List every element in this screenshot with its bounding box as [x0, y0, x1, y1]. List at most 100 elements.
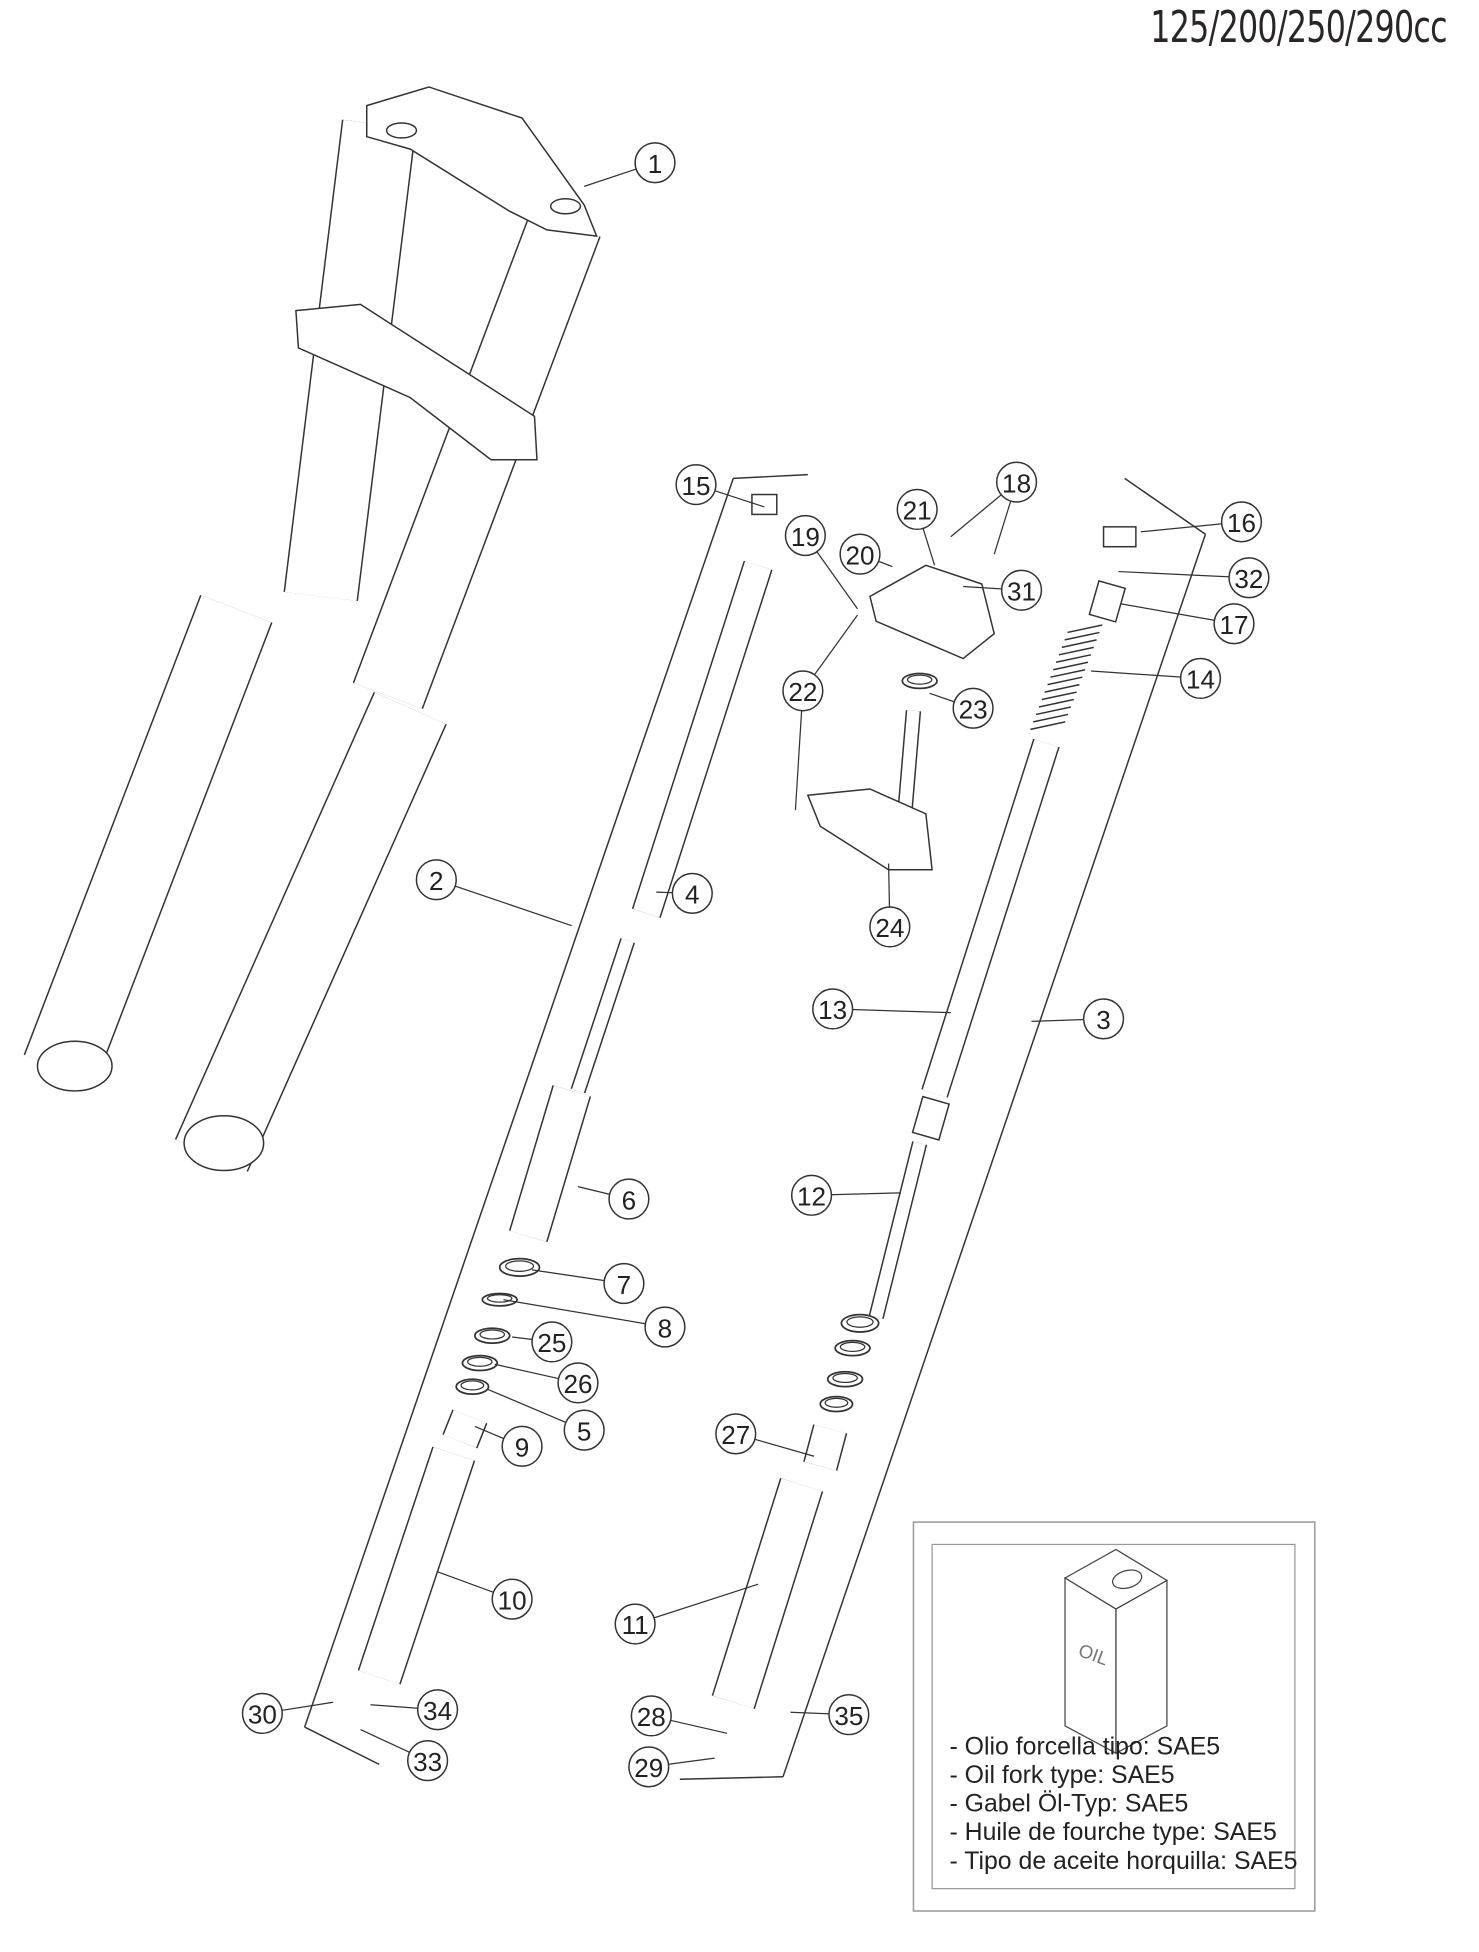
- callout-number: 27: [721, 1420, 750, 1450]
- callout-28: 28: [630, 1695, 672, 1737]
- callout-25: 25: [531, 1321, 573, 1363]
- callout-circle: [563, 1409, 605, 1451]
- callout-circle: [790, 1174, 833, 1216]
- callout-5: 5: [563, 1409, 605, 1451]
- inner-tube-4-body: [633, 561, 772, 918]
- callout-circle: [614, 1603, 656, 1645]
- callout-circle: [1213, 603, 1255, 645]
- spring-14-coil: [1041, 691, 1077, 701]
- callout-circle: [715, 1413, 757, 1455]
- oil-note-it: - Olio forcella tipo: SAE5: [949, 1733, 1220, 1760]
- spring-14-coil: [1030, 721, 1066, 731]
- callout-18: 18: [995, 461, 1038, 503]
- callout-circle: [1000, 569, 1043, 611]
- fork-parts-drawing: [23, 86, 1207, 1781]
- callout-circle: [671, 872, 713, 914]
- ring-25-inner: [479, 1329, 506, 1340]
- callout-number: 24: [875, 913, 904, 943]
- callout-7: 7: [603, 1262, 645, 1305]
- spring-14-coil: [1053, 661, 1089, 671]
- leader-line: [436, 879, 572, 927]
- callout-14: 14: [1179, 657, 1222, 700]
- callout-circle: [491, 1578, 533, 1620]
- callout-circle: [784, 514, 826, 557]
- callout-24: 24: [869, 906, 911, 948]
- callout-12: 12: [790, 1174, 833, 1216]
- right-stanchion: [352, 210, 601, 710]
- callout-number: 23: [959, 694, 988, 724]
- clamp-bolt: [385, 122, 418, 139]
- seal-inner: [846, 1316, 874, 1328]
- spring-14-coil: [1055, 654, 1092, 663]
- callout-26: 26: [557, 1362, 599, 1404]
- axis-line: [304, 1726, 380, 1766]
- callout-circle: [531, 1321, 573, 1363]
- inner-tube-4: [631, 560, 773, 918]
- slider-11: [711, 1478, 824, 1710]
- callout-circle: [603, 1262, 645, 1305]
- callout-number: 22: [788, 677, 817, 707]
- callout-15: 15: [675, 463, 717, 506]
- fork-cap-15: [751, 493, 778, 516]
- callout-4: 4: [671, 872, 713, 914]
- callout-33: 33: [407, 1740, 449, 1782]
- oil-info-box: OIL - Olio forcella tipo: SAE5 - Oil for…: [912, 1521, 1316, 1912]
- bushing-27: [803, 1424, 848, 1471]
- callout-number: 28: [637, 1702, 666, 1732]
- callout-circle: [828, 1694, 870, 1736]
- seal-7-inner: [505, 1260, 535, 1272]
- top-triple-clamp: [365, 86, 598, 237]
- spring-14-coil: [1058, 646, 1094, 656]
- spring-14-coil: [1033, 713, 1069, 723]
- callout-9: 9: [501, 1425, 543, 1467]
- right-slider-body: [176, 692, 446, 1172]
- axle-clamp-right: [183, 1115, 265, 1172]
- spacer-17: [1088, 579, 1127, 623]
- leader-line: [634, 1583, 759, 1625]
- callout-circle: [628, 1746, 670, 1788]
- slider-10-body: [359, 1447, 474, 1685]
- bushing-5-inner: [460, 1380, 485, 1391]
- callout-number: 4: [685, 880, 700, 910]
- washer-26-inner: [467, 1356, 493, 1367]
- callout-16: 16: [1220, 501, 1263, 543]
- callout-circle: [839, 533, 881, 575]
- callout-circle: [634, 142, 676, 184]
- callout-27: 27: [715, 1413, 757, 1455]
- callout-number: 16: [1227, 508, 1256, 538]
- callout-10: 10: [491, 1578, 533, 1620]
- bushing-27-body: [804, 1424, 846, 1471]
- callout-circle: [896, 488, 938, 531]
- callout-29: 29: [628, 1746, 670, 1788]
- tube-13: [921, 738, 1060, 1098]
- callout-circle: [995, 461, 1038, 503]
- axis-line: [679, 1776, 784, 1781]
- callout-3: 3: [1082, 998, 1125, 1040]
- callout-circle: [952, 687, 994, 729]
- callout-11: 11: [614, 1603, 656, 1645]
- callout-circle: [608, 1178, 650, 1220]
- right-stanchion-body: [354, 210, 600, 709]
- leader-line: [503, 1299, 666, 1328]
- callout-circle: [415, 859, 457, 901]
- callout-number: 29: [634, 1753, 663, 1783]
- damper-rod-body: [572, 938, 634, 1093]
- clamp-bolt: [549, 198, 582, 215]
- callout-circle: [1179, 657, 1222, 700]
- callout-circle: [1220, 501, 1263, 543]
- callout-21: 21: [896, 488, 938, 531]
- callout-number: 19: [791, 522, 820, 552]
- callout-number: 10: [498, 1585, 527, 1615]
- callout-number: 6: [622, 1185, 637, 1215]
- sleeve-6: [508, 1085, 592, 1243]
- callout-8: 8: [644, 1306, 686, 1348]
- callout-number: 7: [617, 1270, 632, 1300]
- callout-6: 6: [608, 1178, 650, 1220]
- callout-number: 25: [537, 1328, 566, 1358]
- bottom-clamp-24: [806, 788, 933, 871]
- callout-number: 20: [846, 540, 875, 570]
- left-slider: [23, 594, 273, 1083]
- callout-number: 1: [648, 149, 663, 179]
